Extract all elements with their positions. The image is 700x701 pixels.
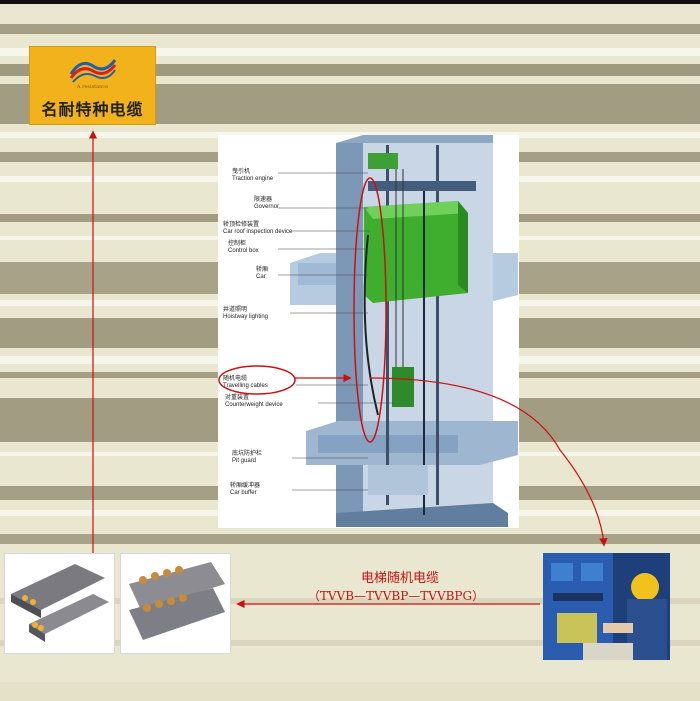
company-logo: A resistance 名耐特种电缆 — [29, 46, 156, 125]
flat-cable-photo-2 — [120, 553, 231, 654]
flat-cable-image — [5, 554, 114, 653]
logo-name: 名耐特种电缆 — [41, 100, 144, 119]
flat-cable-photo-1 — [4, 553, 115, 654]
logo-subtitle: A resistance — [76, 84, 109, 90]
wave-logo-icon — [69, 59, 117, 83]
shielded-flat-cable-image — [121, 554, 230, 653]
cable-caption-models: （TVVB—TVVBP—TVVBPG） — [307, 589, 485, 603]
cable-caption-title: 电梯随机电缆 — [360, 571, 439, 586]
technician-photo — [543, 553, 670, 660]
technician-control-panel-image — [543, 553, 670, 660]
elevator-shaft-illustration — [278, 135, 518, 527]
